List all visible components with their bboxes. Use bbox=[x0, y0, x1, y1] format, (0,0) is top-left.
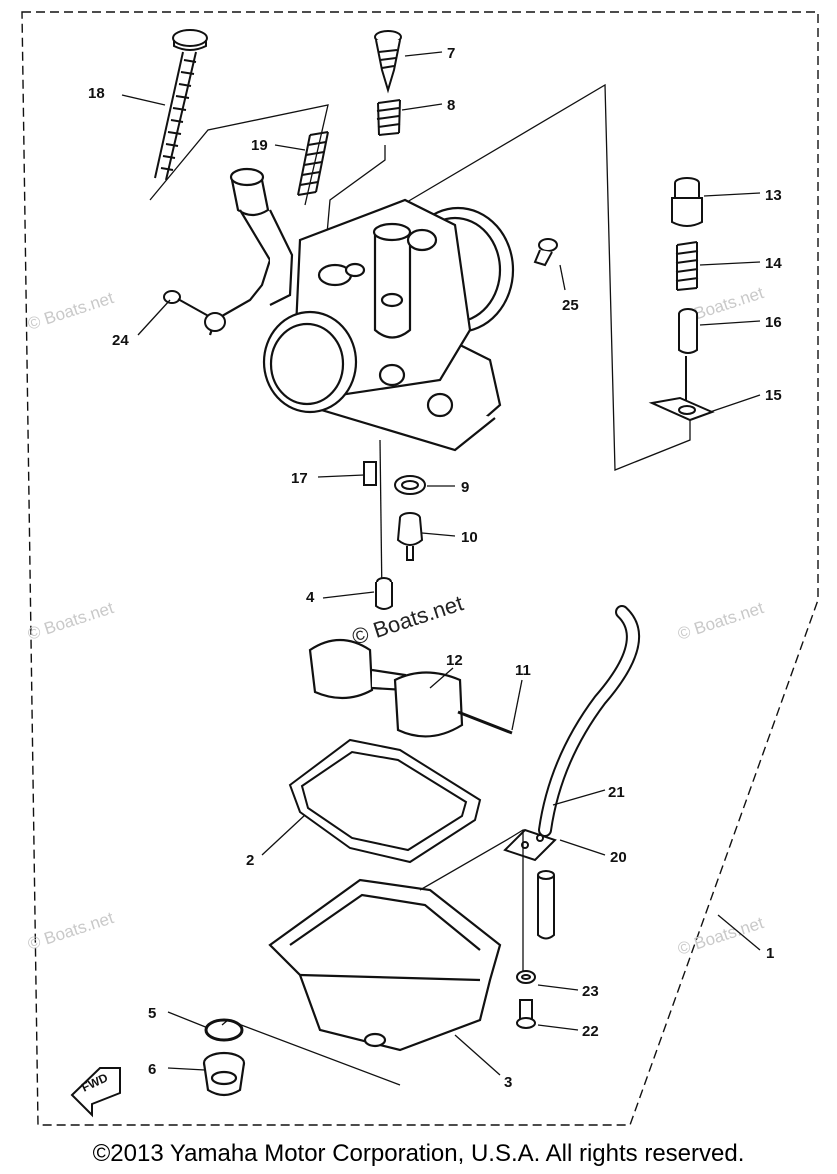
part-12-float bbox=[308, 639, 464, 738]
callout-14: 14 bbox=[765, 255, 782, 272]
callout-19: 19 bbox=[251, 137, 268, 154]
leader-main-needle bbox=[384, 83, 691, 471]
carburetor-body bbox=[208, 167, 515, 452]
part-5-o-ring bbox=[204, 1018, 244, 1042]
part-22-screw bbox=[516, 999, 536, 1029]
part-9-washer bbox=[394, 475, 426, 495]
part-14-spring bbox=[675, 241, 699, 291]
callout-24: 24 bbox=[112, 332, 129, 349]
copyright-notice: ©2013 Yamaha Motor Corporation, U.S.A. A… bbox=[92, 1140, 745, 1167]
callout-4: 4 bbox=[306, 589, 315, 606]
part-8-spring bbox=[376, 99, 401, 136]
part-20-plate bbox=[503, 828, 557, 862]
callout-25: 25 bbox=[562, 297, 579, 314]
callout-10: 10 bbox=[461, 529, 478, 546]
part-23-washer bbox=[516, 970, 536, 984]
callout-labels: 1 2 3 4 5 6 7 8 9 10 11 12 13 14 15 16 1… bbox=[88, 45, 782, 1091]
callout-7: 7 bbox=[447, 45, 455, 62]
callout-8: 8 bbox=[447, 97, 455, 114]
part-19-spring bbox=[297, 131, 329, 196]
callout-5: 5 bbox=[148, 1005, 156, 1022]
part-6-drain-plug bbox=[202, 1051, 246, 1097]
callout-11: 11 bbox=[515, 662, 531, 679]
callout-9: 9 bbox=[461, 479, 469, 496]
part-3-float-bowl bbox=[268, 878, 502, 1052]
callout-22: 22 bbox=[582, 1023, 599, 1040]
callout-13: 13 bbox=[765, 187, 782, 204]
callout-16: 16 bbox=[765, 314, 782, 331]
watermark-3: © Boats.net bbox=[25, 598, 116, 644]
callout-20: 20 bbox=[610, 849, 627, 866]
part-24-screw bbox=[163, 290, 226, 332]
leader-bowl-20 bbox=[419, 828, 524, 975]
part-17-pin bbox=[363, 461, 377, 486]
part-15-plate bbox=[648, 396, 715, 422]
callout-23: 23 bbox=[582, 983, 599, 1000]
assembly-boundary bbox=[21, 11, 819, 1126]
callout-2: 2 bbox=[246, 852, 254, 869]
callout-21: 21 bbox=[608, 784, 625, 801]
leader-jet-axis bbox=[379, 439, 383, 601]
leader-18-19 bbox=[149, 104, 329, 206]
part-20-short-tube bbox=[537, 870, 555, 940]
part-10-jet-holder bbox=[396, 512, 424, 561]
watermark-4: © Boats.net bbox=[675, 598, 766, 644]
callout-12: 12 bbox=[446, 652, 463, 669]
watermark-1: © Boats.net bbox=[25, 288, 116, 334]
part-11-float-pin bbox=[457, 710, 513, 735]
callout-3: 3 bbox=[504, 1074, 512, 1091]
part-4-main-jet bbox=[375, 577, 393, 610]
callout-15: 15 bbox=[765, 387, 782, 404]
part-2-gasket bbox=[288, 738, 482, 864]
part-13-fitting bbox=[671, 177, 703, 227]
carburetor-exploded-diagram: © Boats.net © Boats.net © Boats.net © Bo… bbox=[21, 11, 819, 1126]
watermark-center: © Boats.net bbox=[349, 590, 466, 649]
callout-6: 6 bbox=[148, 1061, 156, 1078]
part-16-valve bbox=[678, 308, 698, 400]
part-25-screw bbox=[533, 238, 558, 267]
part-18-long-screw bbox=[154, 29, 208, 181]
callout-18: 18 bbox=[88, 85, 105, 102]
watermark-5: © Boats.net bbox=[25, 908, 116, 954]
callout-leaders bbox=[121, 51, 761, 1076]
callout-1: 1 bbox=[766, 945, 774, 962]
part-7-screw bbox=[374, 30, 402, 94]
callout-17: 17 bbox=[291, 470, 308, 487]
fwd-direction-arrow: FWD bbox=[70, 1067, 121, 1118]
part-21-vent-tube-inner bbox=[540, 607, 638, 835]
watermark-7: © Boats.net bbox=[675, 913, 766, 959]
